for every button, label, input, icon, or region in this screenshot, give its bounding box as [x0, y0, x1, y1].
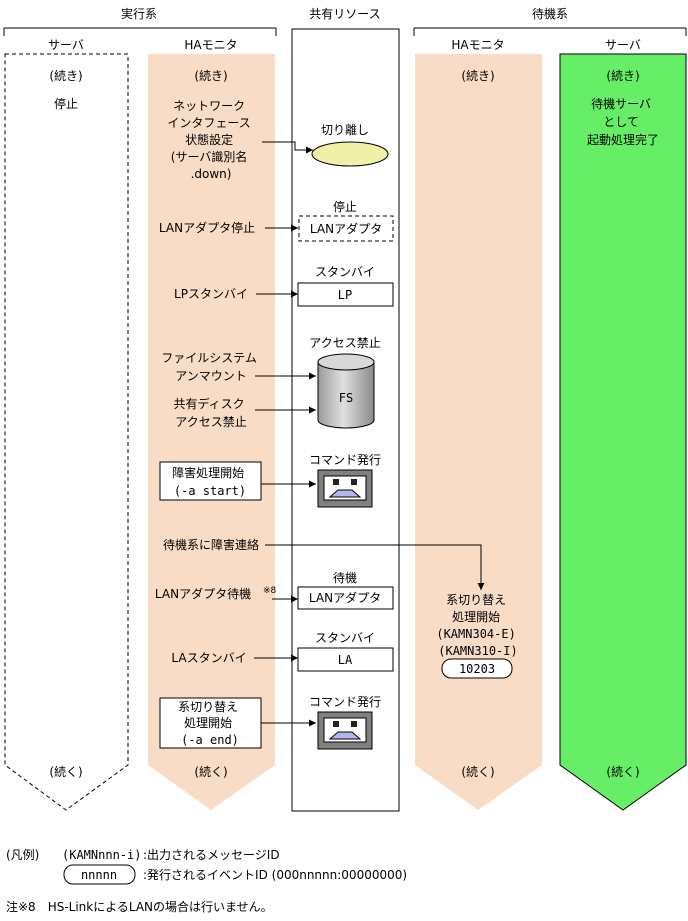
event-id-badge — [441, 658, 513, 679]
res-lan-adapter-stopped — [298, 215, 394, 242]
step-lan-wait: LANアダプタ待機 — [155, 586, 251, 601]
legend-msg-sample: (KAMNnnn-i) — [62, 848, 141, 862]
active-server-column — [4, 53, 129, 811]
cont-top-active-server: (続き) — [49, 69, 82, 83]
step-switch-start-box — [159, 697, 262, 749]
legend-event-badge — [63, 864, 136, 885]
res-lan-adapter2-label: LANアダプタ — [309, 590, 381, 605]
step-lan-stop: LANアダプタ停止 — [159, 220, 255, 235]
header-active: 実行系 — [3, 6, 277, 36]
header-standby: 待機系 — [413, 6, 687, 36]
standby-server-title: サーバ — [605, 38, 641, 52]
active-ha-title: HAモニタ — [184, 38, 237, 52]
res-standby2-label: スタンバイ — [315, 631, 375, 645]
header-active-label: 実行系 — [121, 6, 157, 21]
step-la-standby: LAスタンバイ — [171, 651, 246, 665]
active-ha-column — [148, 54, 275, 810]
step-fault-start-box — [159, 461, 262, 501]
res-lan-adapter-label: LANアダプタ — [310, 221, 382, 236]
header-shared-label: 共有リソース — [309, 7, 380, 21]
standby-ha-column — [415, 54, 542, 810]
standby-ha-title: HAモニタ — [451, 38, 504, 52]
standby-server-column — [559, 53, 687, 811]
cont-top-active-ha: (続き) — [194, 69, 227, 83]
header-shared: 共有リソース — [309, 7, 380, 21]
res-la-label: LA — [338, 653, 353, 667]
res-cmd1-label: コマンド発行 — [309, 453, 381, 467]
legend-msg-desc: :出力されるメッセージID — [143, 848, 280, 862]
cont-bottom-active-server: (続く) — [49, 765, 82, 779]
active-server-status: 停止 — [54, 96, 78, 111]
res-standby1-label: スタンバイ — [315, 265, 375, 279]
legend-event-desc: :発行されるイベントID (000nnnnn:00000000) — [143, 868, 407, 882]
step-nic-setting: ネットワーク インタフェース 状態設定 (サーバ識別名 .down) — [167, 99, 254, 181]
res-cmd2-label: コマンド発行 — [309, 695, 381, 709]
res-lp-box — [297, 282, 394, 307]
standby-switch-process: 系切り替え 処理開始 (KAMN304-E) (KAMN310-I) — [436, 593, 519, 658]
arrow-notify — [265, 544, 485, 590]
step-lan-wait-note: ※8 — [263, 586, 277, 596]
res-lan-adapter-wait-box — [297, 586, 394, 610]
res-command-icon-1 — [317, 469, 373, 508]
event-id-label: 10203 — [459, 662, 495, 676]
res-stop-label: 停止 — [333, 199, 357, 214]
res-detach-label: 切り離し — [321, 123, 369, 137]
step-unmount: ファイルシステム アンマウント — [161, 351, 260, 383]
cont-top-standby-ha: (続き) — [461, 69, 494, 83]
res-fs-label: FS — [339, 391, 353, 405]
step-disk-deny: 共有ディスク アクセス禁止 — [174, 396, 249, 429]
res-command-icon-2 — [317, 711, 373, 750]
header-standby-label: 待機系 — [532, 6, 568, 21]
footnote: 注※8 HS-LinkによるLANの場合は行いません。 — [6, 899, 273, 914]
active-server-title: サーバ — [48, 38, 84, 52]
cont-top-standby-server: (続き) — [606, 69, 639, 83]
res-la-box — [297, 647, 394, 672]
cont-bottom-standby-server: (続く) — [606, 765, 639, 779]
step-lp-standby: LPスタンバイ — [174, 287, 248, 301]
legend-event-sample: nnnnn — [81, 868, 117, 882]
res-fs-disk — [317, 353, 375, 429]
res-lp-label: LP — [338, 288, 352, 302]
res-access-denied-label: アクセス禁止 — [309, 336, 380, 350]
legend-title: (凡例) — [6, 848, 39, 862]
cont-bottom-active-ha: (続く) — [194, 765, 227, 779]
res-nic-ellipse — [311, 141, 389, 167]
step-fault-start: 障害処理開始 (-a start) — [172, 465, 248, 498]
cont-bottom-standby-ha: (続く) — [461, 765, 494, 779]
standby-server-status: 待機サーバ として 起動処理完了 — [587, 96, 659, 147]
res-wait-label: 待機 — [333, 570, 357, 585]
arrow-nic-detach — [262, 141, 313, 154]
step-switch-start: 系切り替え 処理開始 (-a end) — [178, 700, 242, 747]
step-notify: 待機系に障害連絡 — [163, 537, 259, 552]
